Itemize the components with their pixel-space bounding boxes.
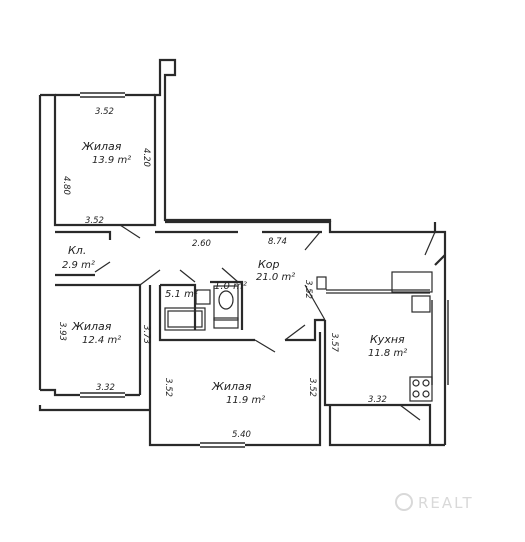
bathtub-icon [164, 307, 206, 331]
room-name-corridor: Кор [258, 258, 280, 271]
riser-icon [316, 276, 327, 290]
dim-corridor-right: 3.52 [303, 280, 313, 299]
room-name-storage: Кл. [68, 244, 86, 257]
sink-icon [195, 289, 211, 305]
kitchen-counter-icon [391, 271, 433, 293]
dim-kitchen-bottom: 3.32 [368, 395, 387, 405]
dimension-labels: 3.52 3.52 4.80 4.20 2.60 8.74 3.93 3.73 … [57, 107, 387, 440]
doors [94, 224, 436, 421]
kitchen-sink-icon [411, 295, 431, 313]
room-area-bath: 5.1 m² [165, 289, 198, 300]
dim-center-room-bottom: 5.40 [232, 430, 251, 440]
dim-corridor-a: 2.60 [192, 239, 211, 249]
room-name-living-left: Жилая [71, 320, 112, 333]
room-name-living-center: Жилая [211, 380, 252, 393]
watermark: REALT [395, 493, 474, 512]
room-area-living-top: 13.9 m² [92, 155, 131, 166]
room-area-wc: 1.0 m² [214, 281, 247, 292]
dim-top-room-bottom: 3.52 [85, 216, 104, 226]
dim-left-room-bottom: 3.32 [96, 383, 115, 393]
fixtures [164, 271, 433, 402]
watermark-logo-icon [395, 493, 413, 511]
toilet-icon [213, 285, 239, 321]
dim-center-room-right: 3.52 [307, 378, 317, 397]
stove-icon [409, 376, 433, 402]
dim-left-room-left: 3.93 [57, 322, 67, 341]
dim-corridor-b: 8.74 [268, 237, 287, 247]
walls [38, 58, 449, 448]
dim-top-room-left: 4.80 [61, 176, 71, 195]
dim-top-room-width: 3.52 [95, 107, 114, 117]
room-area-living-center: 11.9 m² [226, 395, 265, 406]
watermark-text: REALT [418, 494, 474, 512]
room-name-kitchen: Кухня [370, 333, 405, 346]
room-area-corridor: 21.0 m² [256, 272, 295, 283]
room-labels: Жилая 13.9 m² Кл. 2.9 m² Жилая 12.4 m² Ж… [62, 140, 407, 406]
dim-top-room-right: 4.20 [141, 148, 151, 167]
room-area-kitchen: 11.8 m² [368, 348, 407, 359]
dim-center-room-left: 3.52 [163, 378, 173, 397]
room-name-living-top: Жилая [81, 140, 122, 153]
dim-kitchen-left: 3.57 [329, 333, 339, 353]
room-area-storage: 2.9 m² [62, 260, 95, 271]
dim-left-room-right: 3.73 [141, 325, 151, 344]
room-area-living-left: 12.4 m² [82, 335, 121, 346]
